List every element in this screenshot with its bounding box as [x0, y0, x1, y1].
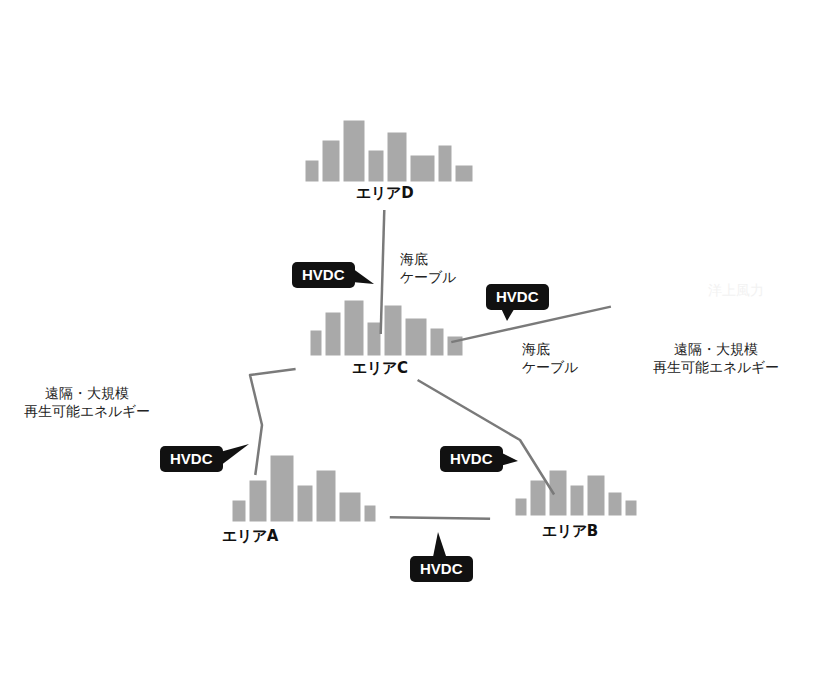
disc-top	[286, 337, 474, 377]
turbine-blade	[726, 91, 747, 129]
disc-top	[111, 478, 389, 550]
disc-side	[266, 165, 504, 209]
disc-side	[491, 501, 649, 545]
buildings-area-d	[305, 120, 473, 182]
mountains	[455, 40, 665, 128]
turbine-hub	[645, 137, 652, 144]
middle-platform	[16, 312, 548, 440]
mountain	[455, 40, 660, 128]
wind-turbine	[608, 102, 675, 245]
area-label: エリアA	[222, 527, 279, 545]
annotation-text: 遠隔・大規模 再生可能エネルギー	[20, 384, 154, 420]
area-label: エリアD	[356, 184, 413, 202]
callout-tail	[352, 268, 374, 284]
bottom-platform	[40, 426, 744, 582]
turbine-blade	[646, 138, 676, 172]
turbine-tower	[725, 92, 731, 222]
hvdc-line	[250, 369, 296, 475]
callout-tails	[220, 268, 518, 562]
turbine-hub	[685, 109, 692, 116]
platform-side	[40, 434, 744, 582]
turbine-tower	[645, 140, 651, 245]
solar-panel-grid	[66, 314, 148, 356]
turbine-blade	[726, 58, 753, 94]
hvdc-line	[381, 210, 385, 334]
disc-side	[286, 341, 474, 381]
buildings-area-c	[310, 300, 463, 356]
turbine-blade	[688, 86, 728, 94]
buildings-area-b	[515, 470, 637, 516]
area-disc: エリアC	[285, 334, 475, 382]
wind-turbine	[688, 58, 753, 222]
turbine-blade	[651, 110, 689, 131]
area-disc: エリアB	[490, 494, 650, 546]
callout-tail	[500, 452, 518, 466]
mountains	[55, 278, 245, 340]
platform-label: 洋上風力	[708, 282, 764, 299]
hvdc-callout: HVDC	[440, 446, 503, 472]
city-buildings	[232, 120, 637, 522]
platform-side	[612, 204, 788, 270]
turbine-blade	[608, 138, 648, 150]
buildings-area-a	[232, 455, 376, 522]
turbine-blade	[686, 72, 694, 112]
area-disc: エリアD	[265, 158, 505, 210]
offshore-back-platform	[612, 196, 788, 270]
turbine-blade	[646, 102, 664, 141]
disc-top	[266, 161, 504, 205]
area-label: エリアB	[542, 522, 598, 540]
wind-turbine	[651, 72, 723, 232]
disc-side	[601, 259, 779, 325]
callout-tail	[220, 444, 249, 466]
platform-top	[612, 196, 788, 262]
hvdc-line	[451, 307, 611, 343]
disc-side	[111, 482, 389, 554]
area-disc: エリアA	[110, 475, 390, 555]
mountain	[120, 300, 245, 340]
hvdc-line	[390, 517, 490, 519]
hvdc-line	[418, 380, 554, 495]
hvdc-callout: HVDC	[292, 262, 355, 288]
annotation-text: 海底 ケーブル	[400, 250, 470, 286]
turbine-blade	[687, 110, 723, 137]
mountain	[530, 78, 665, 128]
hvdc-callout: HVDC	[486, 284, 549, 310]
mountain	[55, 278, 235, 340]
solar-panels	[55, 320, 157, 368]
hvdc-callout: HVDC	[410, 556, 473, 582]
annotation-text: 海底 ケーブル	[522, 340, 592, 376]
disc-top	[601, 255, 779, 321]
disc-top	[491, 497, 649, 541]
turbine-hub	[725, 89, 732, 96]
platform-top	[40, 426, 744, 574]
annotation-text: 遠隔・大規模 再生可能エネルギー	[649, 340, 783, 376]
area-label: エリアC	[352, 359, 408, 377]
hvdc-callout: HVDC	[160, 446, 223, 472]
offshore-wind-platform: 洋上風力	[600, 252, 780, 326]
turbine-tower	[685, 112, 691, 232]
